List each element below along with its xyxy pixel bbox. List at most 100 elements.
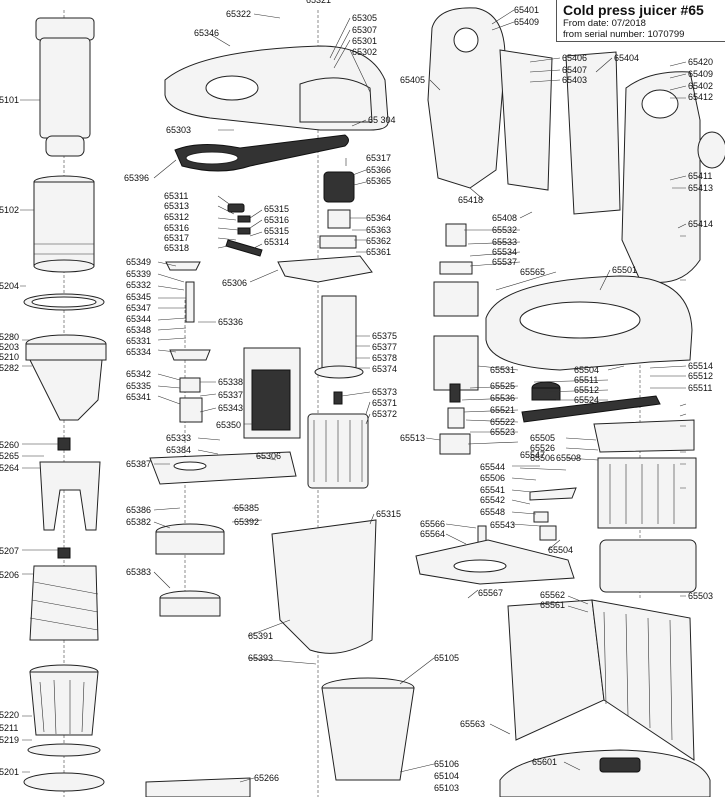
part-label: 65404 bbox=[614, 53, 639, 63]
spindle-bushing bbox=[57, 437, 71, 451]
part-label: 65506 bbox=[530, 453, 555, 463]
part-label: 65562 bbox=[540, 590, 565, 600]
sieve bbox=[29, 664, 99, 736]
part-label: 65361 bbox=[366, 247, 391, 257]
part-label: 65412 bbox=[688, 92, 713, 102]
part-label: 65316 bbox=[164, 223, 189, 233]
part-label: 65302 bbox=[352, 47, 377, 57]
from-date: From date: 07/2018 bbox=[563, 18, 646, 29]
left-bracket-assembly bbox=[165, 261, 211, 423]
part-label: 65312 bbox=[164, 212, 189, 222]
part-label: 65536 bbox=[490, 393, 515, 403]
brush-holder bbox=[39, 461, 101, 531]
feed-tube bbox=[35, 17, 95, 157]
part-label: 65343 bbox=[218, 403, 243, 413]
part-label: 65418 bbox=[458, 195, 483, 205]
part-label: 65533 bbox=[492, 237, 517, 247]
part-label: 65409 bbox=[514, 17, 539, 27]
seal-ring bbox=[23, 293, 105, 311]
part-label: 65333 bbox=[166, 433, 191, 443]
part-label: 65511 bbox=[688, 383, 712, 393]
pulp-bracket bbox=[145, 777, 251, 797]
part-label: 65335 bbox=[126, 381, 151, 391]
part-label: 65403 bbox=[562, 75, 587, 85]
capacitor-assembly bbox=[314, 295, 364, 379]
part-label: 65104 bbox=[434, 771, 459, 781]
part-label: 65321 bbox=[306, 0, 331, 5]
part-label: 65 304 bbox=[368, 115, 396, 125]
part-label: 65201 bbox=[0, 767, 19, 777]
part-label: 65512 bbox=[688, 371, 713, 381]
juice-cup bbox=[321, 677, 415, 781]
part-label: 65386 bbox=[126, 505, 151, 515]
part-label: 65347 bbox=[126, 303, 151, 313]
part-label: 65373 bbox=[372, 387, 397, 397]
part-label: 65280 bbox=[0, 332, 19, 342]
part-label: 65524 bbox=[574, 395, 599, 405]
part-label: 65565 bbox=[520, 267, 545, 277]
part-label: 65566 bbox=[420, 519, 445, 529]
part-label: 65204 bbox=[0, 281, 19, 291]
part-label: 65402 bbox=[688, 81, 713, 91]
sieve-rings bbox=[23, 743, 105, 792]
part-label: 65531 bbox=[490, 365, 515, 375]
part-label: 65405 bbox=[400, 75, 425, 85]
part-label: 65315 bbox=[264, 204, 289, 214]
top-cover bbox=[164, 45, 389, 131]
small-parts-upper bbox=[225, 171, 357, 257]
part-label: 65264 bbox=[0, 463, 19, 473]
part-label: 65337 bbox=[218, 390, 243, 400]
part-label: 65541 bbox=[480, 485, 505, 495]
part-label: 65383 bbox=[126, 567, 151, 577]
part-label: 65503 bbox=[688, 591, 713, 601]
part-label: 65534 bbox=[492, 247, 517, 257]
part-label: 65512 bbox=[574, 385, 599, 395]
part-label: 65362 bbox=[366, 236, 391, 246]
part-label: 65392 bbox=[234, 517, 259, 527]
part-label: 65106 bbox=[434, 759, 459, 769]
part-label: 65532 bbox=[492, 225, 517, 235]
part-label: 65303 bbox=[166, 125, 191, 135]
part-label: 65537 bbox=[492, 257, 517, 267]
base-plate bbox=[149, 451, 297, 485]
part-label: 65525 bbox=[490, 381, 515, 391]
part-label: 65501 bbox=[612, 265, 637, 275]
part-label: 65350 bbox=[216, 420, 241, 430]
part-label: 65543 bbox=[490, 520, 515, 530]
part-label: 65331 bbox=[126, 336, 151, 346]
control-board bbox=[243, 347, 301, 439]
part-label: 65387 bbox=[126, 459, 151, 469]
part-label: 65314 bbox=[264, 237, 289, 247]
part-label: 65203 bbox=[0, 342, 19, 352]
part-label: 65375 bbox=[372, 331, 397, 341]
part-label: 65306 bbox=[222, 278, 247, 288]
part-label: 65414 bbox=[688, 219, 713, 229]
part-label: 65345 bbox=[126, 292, 151, 302]
part-label: 65313 bbox=[164, 201, 189, 211]
part-label: 65103 bbox=[434, 783, 459, 793]
part-label: 65521 bbox=[490, 405, 515, 415]
part-label: 65409 bbox=[688, 69, 713, 79]
lower-housing bbox=[271, 519, 377, 654]
part-label: 65265 bbox=[0, 451, 19, 461]
part-label: 65260 bbox=[0, 440, 19, 450]
motor-assembly-right bbox=[593, 419, 697, 593]
part-label: 65544 bbox=[480, 462, 505, 472]
part-label: 65504 bbox=[548, 545, 573, 555]
motor-plate bbox=[277, 255, 373, 283]
part-label: 65210 bbox=[0, 352, 19, 362]
part-label: 65561 bbox=[540, 600, 565, 610]
part-label: 65396 bbox=[124, 173, 149, 183]
part-label: 65526 bbox=[530, 443, 555, 453]
part-label: 65219 bbox=[0, 735, 19, 745]
part-label: 65378 bbox=[372, 353, 397, 363]
part-label: 65393 bbox=[248, 653, 273, 663]
auger-screw bbox=[29, 547, 99, 641]
part-label: 65406 bbox=[562, 53, 587, 63]
part-label: 65506 bbox=[480, 473, 505, 483]
part-label: 65339 bbox=[126, 269, 151, 279]
base-housing-bottom bbox=[499, 749, 711, 797]
part-label: 65102 bbox=[0, 205, 19, 215]
outer-casing bbox=[507, 599, 695, 761]
